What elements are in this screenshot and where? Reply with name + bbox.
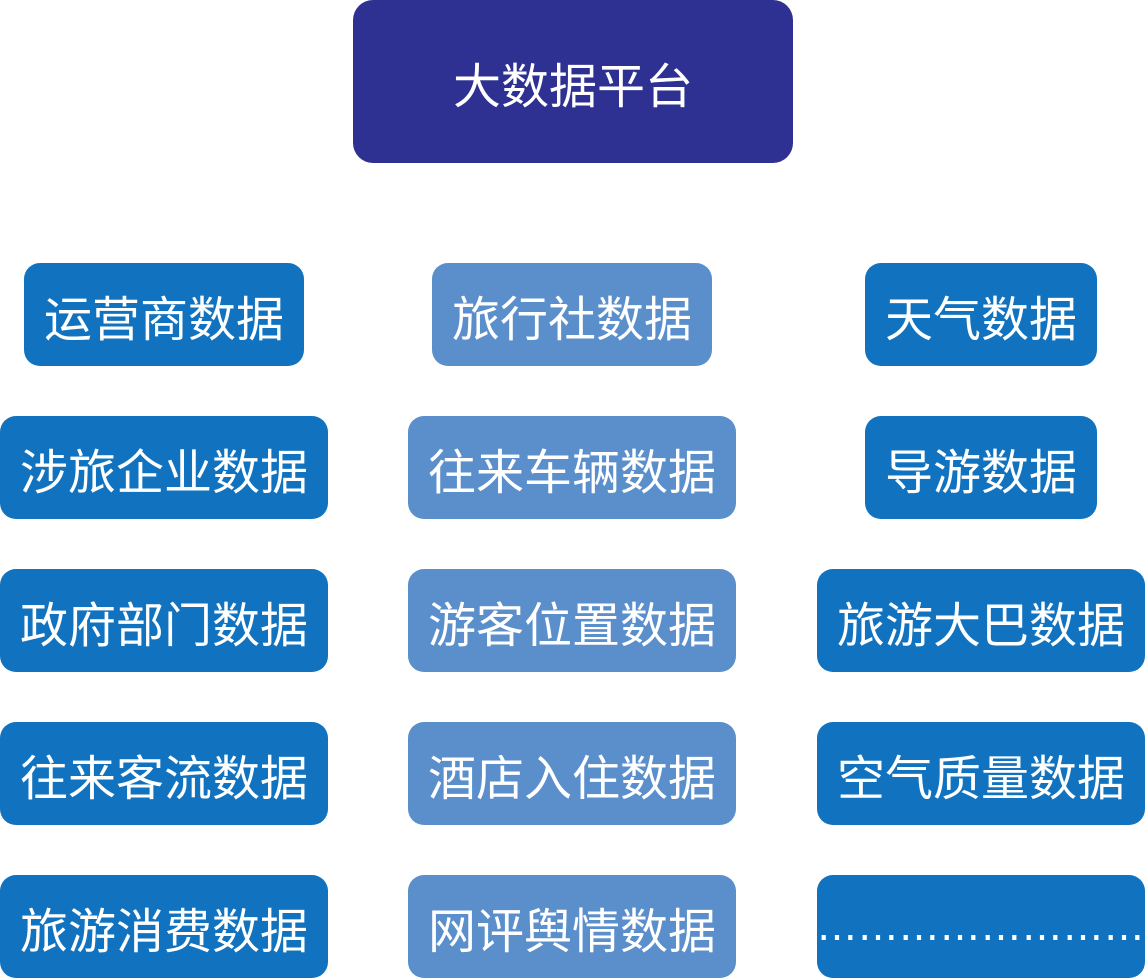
node-label: 旅行社数据 bbox=[451, 291, 692, 348]
node-right-3: 旅游大巴数据 bbox=[817, 569, 1145, 672]
node-label: 往来客流数据 bbox=[19, 750, 308, 807]
node-left-5: 旅游消费数据 bbox=[0, 875, 328, 978]
node-label: 运营商数据 bbox=[43, 291, 284, 348]
node-right-2: 导游数据 bbox=[865, 416, 1097, 519]
node-right-1: 天气数据 bbox=[865, 263, 1097, 366]
node-left-2: 涉旅企业数据 bbox=[0, 416, 328, 519]
node-right-5-ellipsis: …………………… bbox=[817, 875, 1145, 978]
node-label: 游客位置数据 bbox=[427, 597, 716, 654]
node-label: 往来车辆数据 bbox=[427, 444, 716, 501]
node-label: 旅游消费数据 bbox=[19, 903, 308, 960]
node-left-1: 运营商数据 bbox=[24, 263, 304, 366]
node-left-4: 往来客流数据 bbox=[0, 722, 328, 825]
node-middle-5: 网评舆情数据 bbox=[408, 875, 736, 978]
node-label: 旅游大巴数据 bbox=[836, 597, 1125, 654]
platform-root-node: 大数据平台 bbox=[353, 0, 793, 163]
node-label: 政府部门数据 bbox=[19, 597, 308, 654]
node-middle-2: 往来车辆数据 bbox=[408, 416, 736, 519]
node-middle-3: 游客位置数据 bbox=[408, 569, 736, 672]
node-label: 网评舆情数据 bbox=[427, 903, 716, 960]
node-label: 天气数据 bbox=[884, 291, 1077, 348]
node-label: 酒店入住数据 bbox=[427, 750, 716, 807]
node-label: 导游数据 bbox=[884, 444, 1077, 501]
node-middle-1: 旅行社数据 bbox=[432, 263, 712, 366]
node-left-3: 政府部门数据 bbox=[0, 569, 328, 672]
node-label: 涉旅企业数据 bbox=[19, 444, 308, 501]
node-middle-4: 酒店入住数据 bbox=[408, 722, 736, 825]
node-right-4: 空气质量数据 bbox=[817, 722, 1145, 825]
platform-root-label: 大数据平台 bbox=[452, 58, 693, 115]
node-label: …………………… bbox=[817, 903, 1145, 950]
node-label: 空气质量数据 bbox=[836, 750, 1125, 807]
